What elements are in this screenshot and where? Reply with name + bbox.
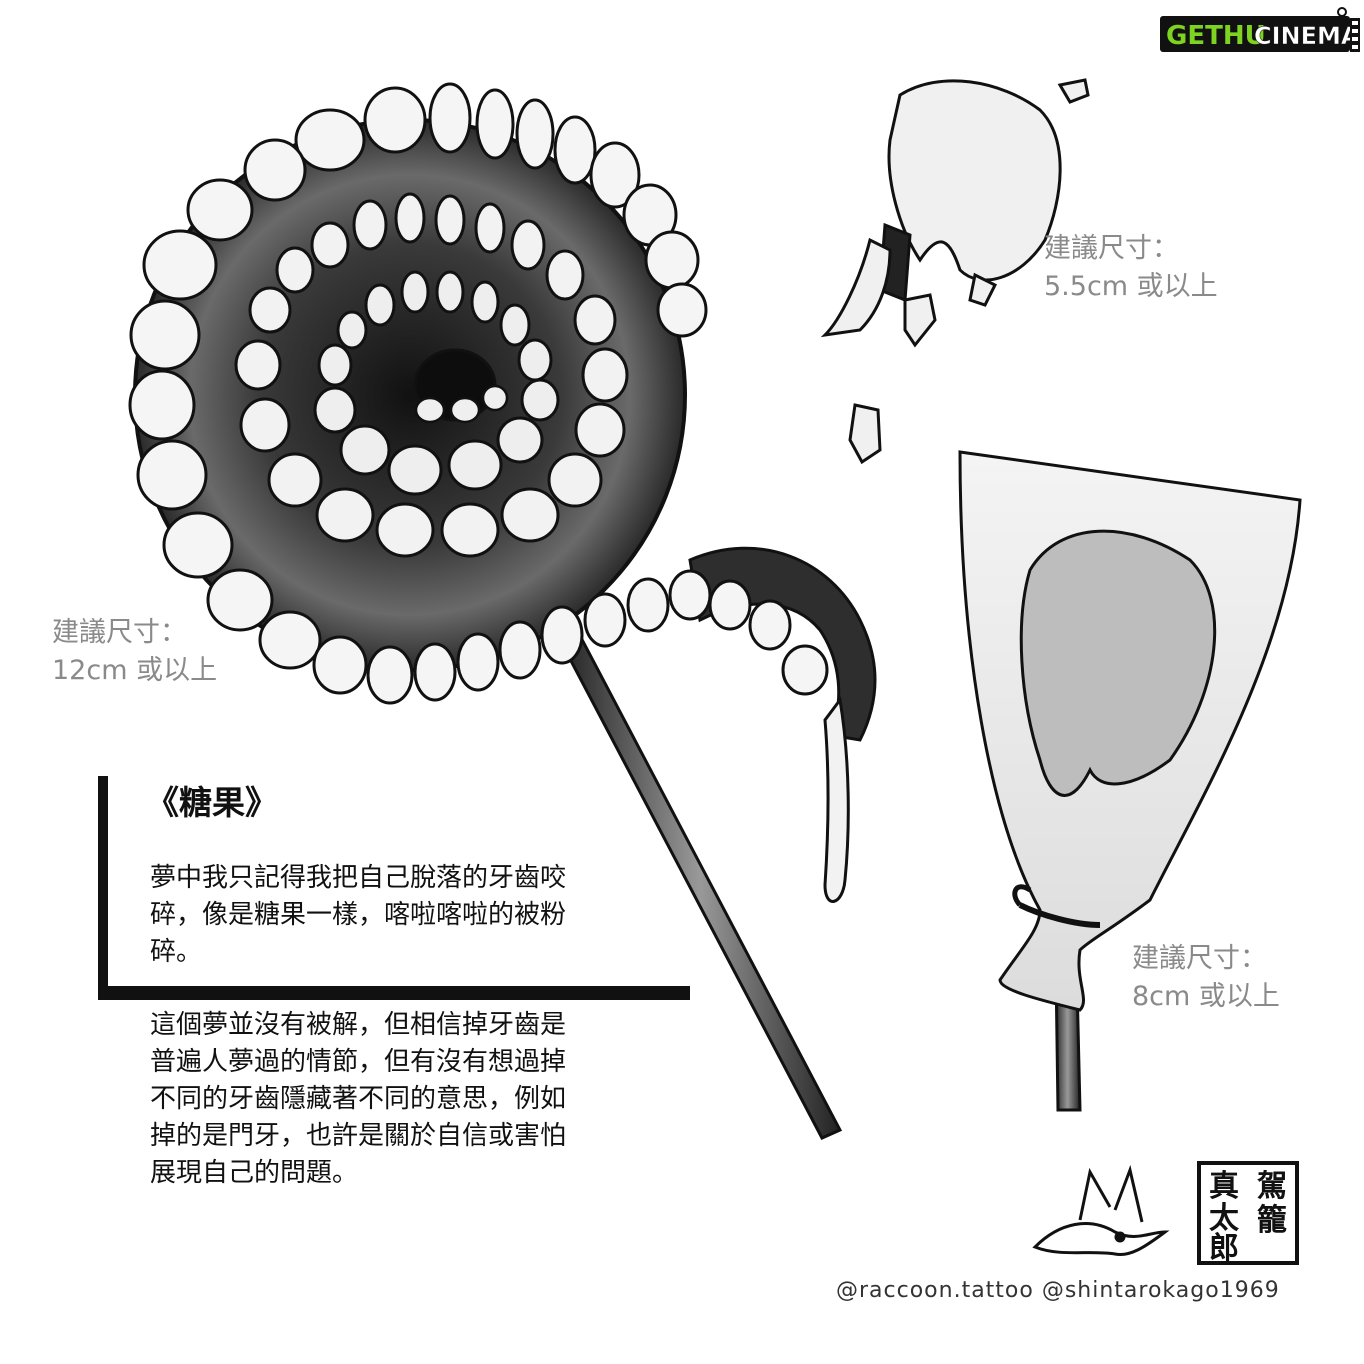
bagged-tooth-lollipop	[958, 450, 1302, 1112]
artist-seal: 駕 籠 真 太 郎	[1197, 1161, 1299, 1266]
frame-left-bar	[98, 776, 108, 1000]
svg-text:太: 太	[1209, 1201, 1240, 1236]
size-note-label: 建議尺寸：	[52, 617, 187, 648]
frame-bottom-bar	[98, 986, 690, 1000]
size-note-value: 5.5cm 或以上	[1044, 271, 1218, 302]
fox-signature-drawing	[1032, 1164, 1170, 1257]
svg-text:郎: 郎	[1209, 1231, 1239, 1266]
story-paragraph-2: 這個夢並沒有被解，但相信掉牙齒是 普遍人夢過的情節，但有沒有想過掉 不同的牙齒隱…	[150, 1010, 567, 1188]
svg-text:真: 真	[1209, 1169, 1239, 1204]
size-note-lollipop: 建議尺寸： 12cm 或以上	[52, 614, 217, 690]
size-note-value: 12cm 或以上	[52, 655, 218, 686]
story-paragraph-1: 夢中我只記得我把自己脫落的牙齒咬 碎，像是糖果一樣，喀啦喀啦的被粉 碎。	[150, 863, 567, 967]
logo-text-cinema: CINEMA	[1254, 22, 1360, 50]
size-note-label: 建議尺寸：	[1044, 233, 1179, 264]
credits: @raccoon.tattoo @shintarokago1969	[836, 1278, 1280, 1303]
film-strip-icon	[1352, 21, 1358, 49]
size-note-tooth: 建議尺寸： 5.5cm 或以上	[1044, 230, 1218, 306]
svg-text:籠: 籠	[1257, 1203, 1287, 1238]
broken-tooth	[820, 78, 1090, 465]
brand-logo: GETHU CINEMA	[1160, 7, 1360, 52]
size-note-label: 建議尺寸：	[1132, 943, 1267, 974]
story-body: 夢中我只記得我把自己脫落的牙齒咬 碎，像是糖果一樣，喀啦喀啦的被粉 碎。 這個夢…	[150, 860, 630, 1228]
size-note-value: 8cm 或以上	[1132, 981, 1280, 1012]
story-title: 《糖果》	[146, 783, 278, 822]
svg-text:駕: 駕	[1257, 1169, 1287, 1204]
size-note-bagged: 建議尺寸： 8cm 或以上	[1132, 940, 1280, 1016]
teeth-lollipop	[128, 82, 877, 903]
camera-icon	[1337, 7, 1347, 17]
logo-text-gethu: GETHU	[1166, 21, 1266, 51]
